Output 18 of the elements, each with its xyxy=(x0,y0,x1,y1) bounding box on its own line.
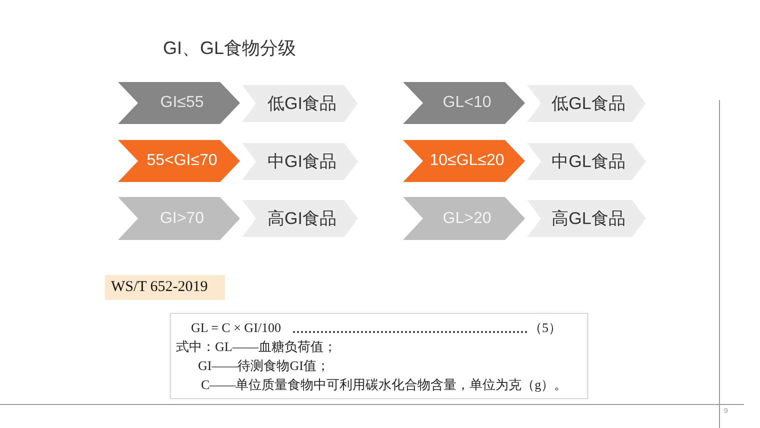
range-tag: GL<10 xyxy=(403,82,525,124)
formula: GL = C × GI/100 xyxy=(191,319,282,336)
category-tag: 低GL食品 xyxy=(527,85,646,122)
range-tag: 55<GI≤70 xyxy=(118,140,240,182)
category-tag: 高GI食品 xyxy=(242,200,358,237)
category-tag: 低GI食品 xyxy=(242,85,358,122)
category-tag: 高GL食品 xyxy=(527,200,646,237)
range-tag: 10≤GL≤20 xyxy=(403,140,525,182)
title: GI、GL食物分级 xyxy=(163,37,296,60)
standard-tag: WS/T 652-2019 xyxy=(105,275,225,300)
range-tag: GI≤55 xyxy=(118,82,240,124)
category-tag: 中GI食品 xyxy=(242,143,358,180)
formula-box xyxy=(170,313,588,399)
category-tag: 中GL食品 xyxy=(527,143,646,180)
legend-text: GI——待测食物GI值； xyxy=(198,357,330,374)
equation-number: （5） xyxy=(529,319,562,336)
legend-text: C——单位质量食物中可利用碳水化合物含量，单位为克（g）。 xyxy=(201,376,568,393)
legend-text: 式中：GL——血糖负荷值； xyxy=(176,338,336,355)
